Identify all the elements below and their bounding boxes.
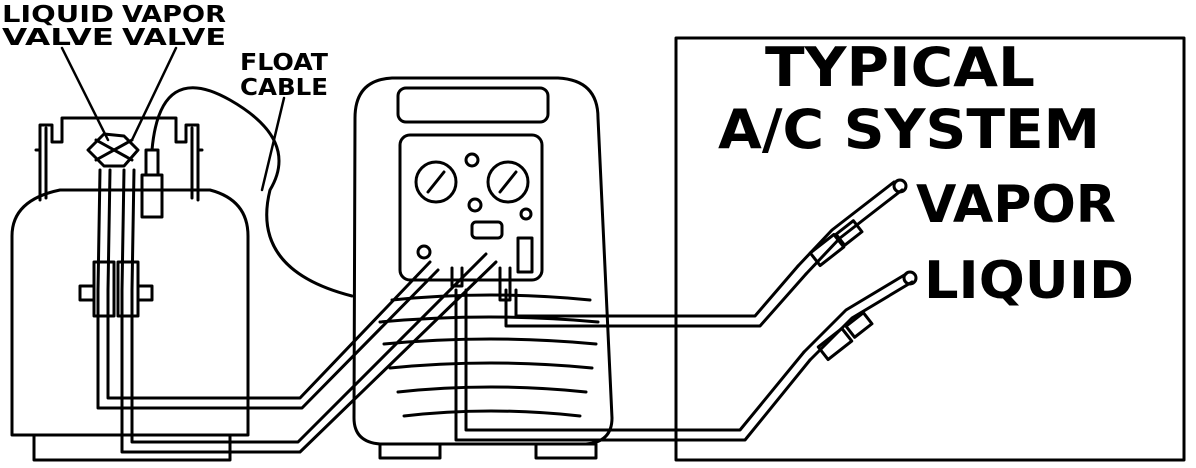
liquid-port-label: LIQUID — [924, 251, 1134, 311]
svg-text:A/C SYSTEM: A/C SYSTEM — [718, 98, 1100, 161]
svg-text:TYPICAL: TYPICAL — [765, 36, 1035, 99]
svg-text:VALVE: VALVE — [2, 25, 114, 51]
recovery-machine — [354, 78, 612, 458]
float-cable-label: FLOAT CABLE — [240, 50, 328, 101]
float-cable — [152, 88, 352, 296]
liquid-valve-label: LIQUID VALVE — [2, 2, 114, 51]
ac-system-title: TYPICAL A/C SYSTEM — [718, 36, 1100, 161]
svg-text:VALVE: VALVE — [122, 25, 226, 51]
liquid-line — [804, 272, 916, 360]
vapor-port-label: VAPOR — [916, 175, 1116, 235]
vapor-line — [798, 180, 906, 274]
vapor-valve-label: VAPOR VALVE — [122, 2, 226, 51]
svg-text:FLOAT: FLOAT — [240, 50, 328, 76]
